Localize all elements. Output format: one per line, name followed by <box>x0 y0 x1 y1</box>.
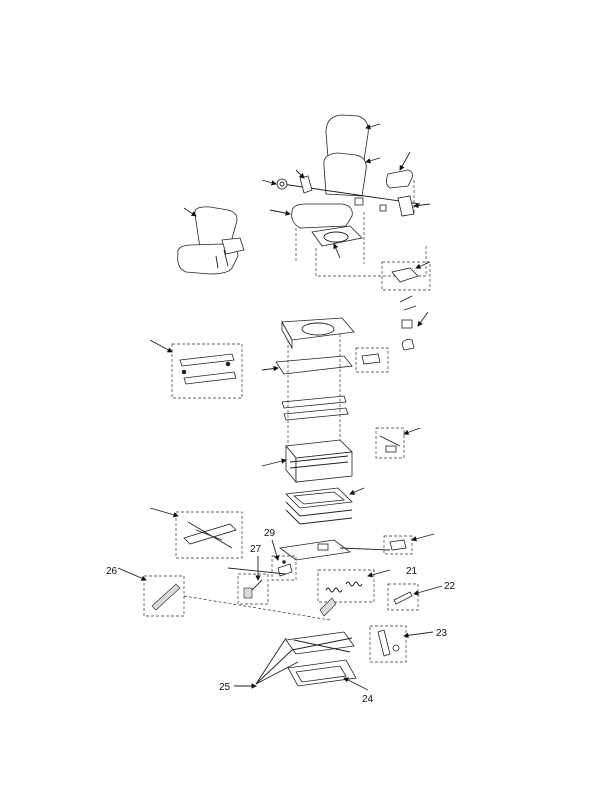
detail-box-bracket <box>381 261 431 291</box>
part-23 <box>369 625 407 663</box>
callout-27: 27 <box>250 544 262 555</box>
callout-21: 21 <box>406 566 418 577</box>
scissor-detail-box <box>175 511 243 559</box>
callout-22: 22 <box>444 581 456 592</box>
callout-23: 23 <box>436 628 448 639</box>
part-22 <box>387 583 419 611</box>
guide-rails <box>281 334 349 460</box>
part-24-base-plate <box>287 659 357 687</box>
rail-detail-box <box>171 343 243 399</box>
callout-29: 29 <box>264 528 276 539</box>
part-26 <box>143 575 185 617</box>
linkage-detail-box <box>375 427 405 459</box>
suspension-housing <box>285 439 353 484</box>
part-27 <box>237 573 269 605</box>
small-parts-upper <box>354 197 387 212</box>
callout-labels: 21 22 23 24 25 26 27 29 <box>106 528 456 705</box>
sliding-bracket-plate <box>275 355 353 375</box>
seat-cushion <box>291 203 353 229</box>
side-detail-box <box>355 347 389 373</box>
part-21-springs <box>317 569 375 603</box>
pivot-shaft <box>276 175 421 217</box>
callout-24: 24 <box>362 694 374 705</box>
armrest-part <box>386 169 413 189</box>
scissor-frame <box>285 597 355 655</box>
lever-detail <box>399 295 417 351</box>
small-detail-box-right <box>383 535 413 555</box>
assembled-seat <box>177 206 245 275</box>
upper-dashed-guides <box>295 180 427 277</box>
mounting-plate <box>281 317 355 350</box>
backrest-frame <box>323 152 367 197</box>
bellows-boot <box>285 487 353 525</box>
callout-25: 25 <box>219 682 231 693</box>
part-29 <box>271 555 297 581</box>
callout-26: 26 <box>106 566 118 577</box>
base-frame <box>278 539 391 561</box>
backrest-cushion <box>325 114 369 161</box>
leader-lines <box>117 123 443 691</box>
seat-pan-upper <box>311 225 363 247</box>
guide-26 <box>183 595 331 621</box>
